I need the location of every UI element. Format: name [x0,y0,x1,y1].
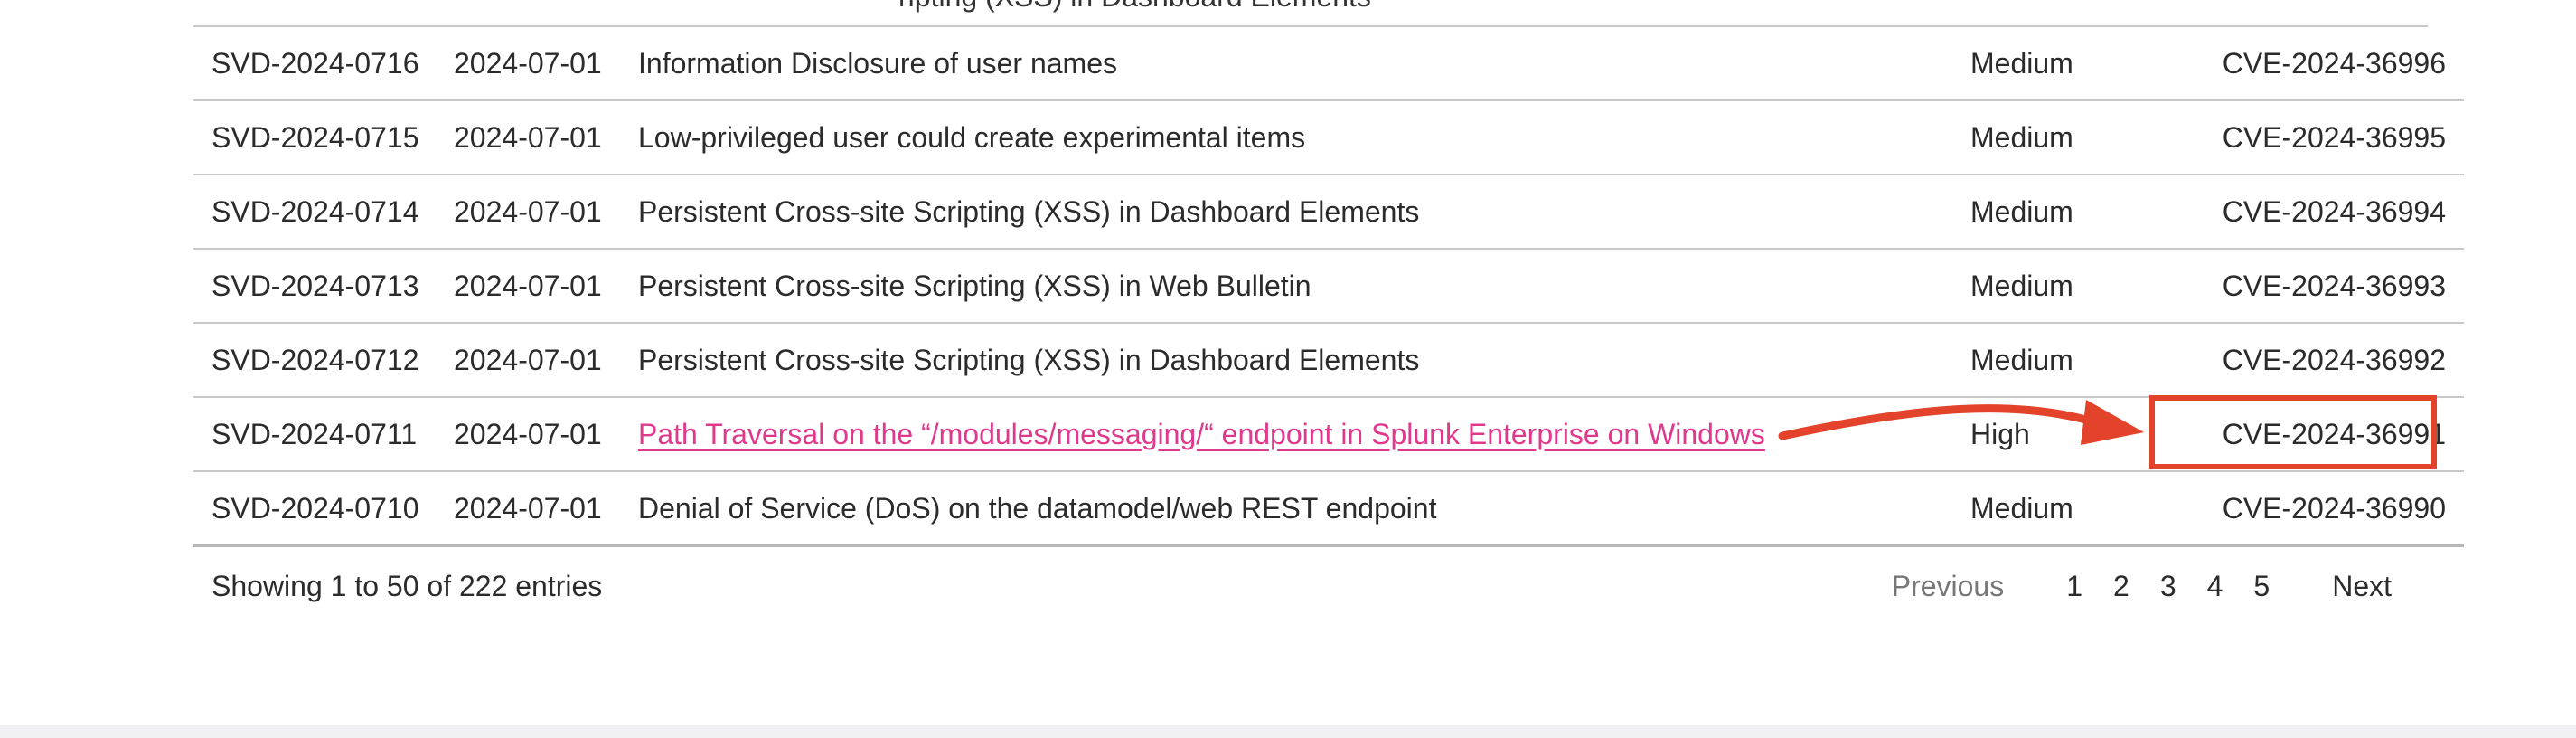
severity: Medium [1970,27,2173,101]
advisory-title[interactable]: Denial of Service (DoS) on the datamodel… [638,471,1970,547]
table-row: SVD-2024-0714 2024-07-01 Persistent Cros… [193,175,2464,250]
clipped-row-text: ripting (XSS) in Dashboard Elements [898,0,1371,14]
advisory-id: SVD-2024-0713 [193,249,454,324]
table-row: SVD-2024-0712 2024-07-01 Persistent Cros… [193,323,2464,398]
advisory-title[interactable]: Information Disclosure of user names [638,27,1970,101]
advisory-title[interactable]: Low-privileged user could create experim… [638,100,1970,175]
cve-id: CVE-2024-36994 [2173,175,2464,250]
clipped-row: ripting (XSS) in Dashboard Elements [193,0,2428,27]
advisory-title[interactable]: Persistent Cross-site Scripting (XSS) in… [638,249,1970,324]
advisory-title-cell: Path Traversal on the “/modules/messagin… [638,397,1970,472]
highlight-box-annotation [2149,395,2437,469]
severity: Medium [1970,471,2173,547]
next-page-button[interactable]: Next [2332,570,2392,602]
table-row-highlighted: SVD-2024-0711 2024-07-01 Path Traversal … [193,397,2464,472]
page-5-button[interactable]: 5 [2253,570,2270,602]
cve-id: CVE-2024-36991 [2173,397,2464,472]
cve-id: CVE-2024-36992 [2173,323,2464,398]
cve-id: CVE-2024-36993 [2173,249,2464,324]
advisories-table: ripting (XSS) in Dashboard Elements SVD-… [193,0,2464,547]
published-date: 2024-07-01 [454,100,638,175]
advisory-id: SVD-2024-0716 [193,27,454,101]
pagination: Previous 1 2 3 4 5 Next [1892,570,2392,603]
severity: Medium [1970,249,2173,324]
table-row: SVD-2024-0716 2024-07-01 Information Dis… [193,27,2464,101]
published-date: 2024-07-01 [454,397,638,472]
severity: Medium [1970,100,2173,175]
previous-page-button[interactable]: Previous [1891,570,2005,602]
table-footer: Showing 1 to 50 of 222 entries Previous … [193,546,2428,628]
cve-id: CVE-2024-36995 [2173,100,2464,175]
published-date: 2024-07-01 [454,249,638,324]
severity: High [1970,397,2173,472]
page-1-button[interactable]: 1 [2066,570,2083,602]
table-row: SVD-2024-0715 2024-07-01 Low-privileged … [193,100,2464,175]
page-bottom-band [0,725,2576,738]
severity: Medium [1970,323,2173,398]
page-4-button[interactable]: 4 [2206,570,2223,602]
advisory-id: SVD-2024-0714 [193,175,454,250]
table-row: SVD-2024-0713 2024-07-01 Persistent Cros… [193,249,2464,324]
severity: Medium [1970,175,2173,250]
advisory-title-link[interactable]: Path Traversal on the “/modules/messagin… [638,417,1765,450]
published-date: 2024-07-01 [454,175,638,250]
cve-id: CVE-2024-36990 [2173,471,2464,547]
page-2-button[interactable]: 2 [2113,570,2129,602]
published-date: 2024-07-01 [454,323,638,398]
entries-info: Showing 1 to 50 of 222 entries [212,570,603,602]
advisory-title[interactable]: Persistent Cross-site Scripting (XSS) in… [638,323,1970,398]
advisory-id: SVD-2024-0710 [193,471,454,547]
advisory-id: SVD-2024-0711 [193,397,454,472]
cve-id: CVE-2024-36996 [2173,27,2464,101]
advisory-id: SVD-2024-0712 [193,323,454,398]
advisory-id: SVD-2024-0715 [193,100,454,175]
page-3-button[interactable]: 3 [2159,570,2176,602]
published-date: 2024-07-01 [454,27,638,101]
published-date: 2024-07-01 [454,471,638,547]
table-row: SVD-2024-0710 2024-07-01 Denial of Servi… [193,471,2464,547]
advisory-title[interactable]: Persistent Cross-site Scripting (XSS) in… [638,175,1970,250]
